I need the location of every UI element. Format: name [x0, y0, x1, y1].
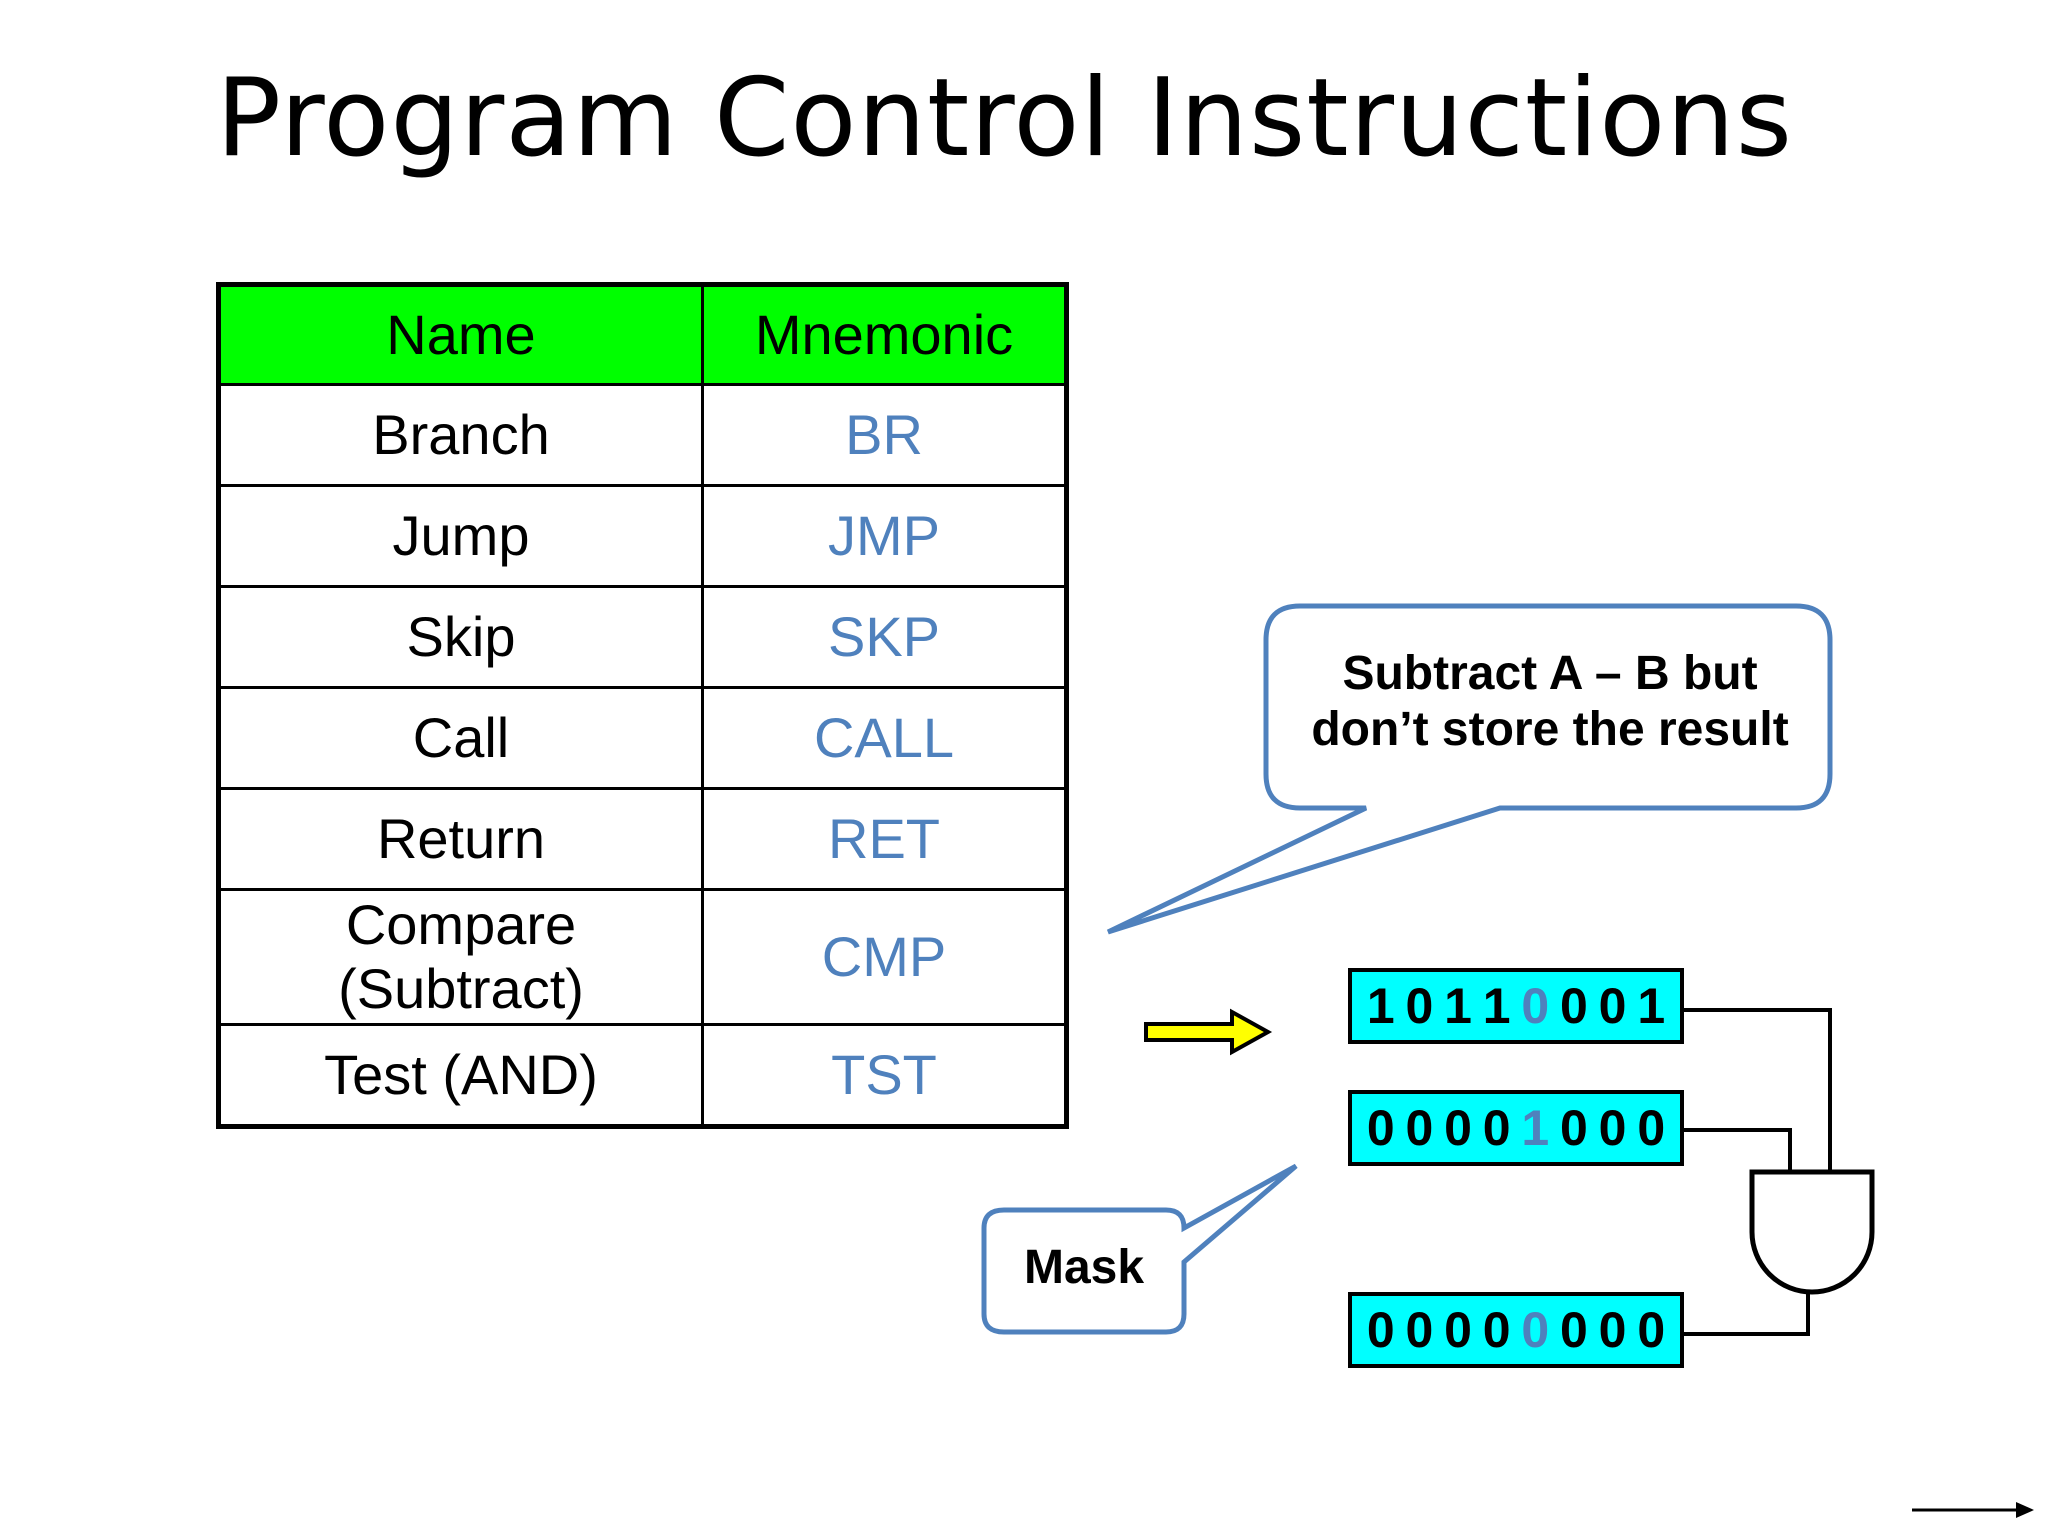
- table-row: Return RET: [217, 787, 1068, 891]
- table-row: Compare (Subtract) CMP: [217, 888, 1068, 1026]
- compare-callout-bubble: [1106, 603, 1833, 935]
- register-bit: 0: [1560, 1100, 1588, 1156]
- register-bit: 0: [1444, 1100, 1472, 1156]
- register-bit: 1: [1637, 978, 1666, 1034]
- register-bit: 0: [1405, 1100, 1434, 1156]
- next-arrow-icon[interactable]: [1912, 1502, 2034, 1518]
- register-bit: 1: [1366, 978, 1395, 1034]
- table-row: Jump JMP: [217, 484, 1068, 588]
- row-name: Test (AND): [217, 1023, 704, 1128]
- compare-callout-text: Subtract A – B but don’t store the resul…: [1266, 646, 1834, 758]
- register-bit: 1: [1444, 978, 1472, 1034]
- register-bit: 0: [1405, 978, 1434, 1034]
- row-name: Branch: [217, 383, 704, 487]
- compare-callout-line1: Subtract A – B but: [1342, 647, 1758, 700]
- table-row: Skip SKP: [217, 585, 1068, 689]
- header-mnemonic: Mnemonic: [701, 283, 1068, 386]
- row-name: Compare (Subtract): [217, 888, 704, 1026]
- register-bit: 0: [1405, 1302, 1434, 1358]
- row-name-line2: (Subtract): [338, 957, 584, 1020]
- register-bit: 0: [1598, 978, 1627, 1034]
- register-bit: 0: [1598, 1302, 1627, 1358]
- table-row: Call CALL: [217, 686, 1068, 790]
- row-name: Call: [217, 686, 704, 790]
- slide-title: Program Control Instructions: [216, 56, 1794, 181]
- mask-callout-bubble: [981, 1163, 1298, 1335]
- row-mnemonic: CMP: [701, 888, 1068, 1026]
- row-name-line1: Compare: [345, 893, 577, 956]
- row-mnemonic: JMP: [701, 484, 1068, 588]
- register-bit: 1: [1482, 978, 1511, 1034]
- compare-callout-line2: don’t store the result: [1311, 703, 1789, 756]
- row-name: Skip: [217, 585, 704, 689]
- gate-wires: [1684, 1008, 1832, 1336]
- row-mnemonic: TST: [701, 1023, 1068, 1128]
- row-mnemonic: BR: [701, 383, 1068, 487]
- mask-register: 0 0 0 0 1 0 0 0: [1348, 1090, 1684, 1166]
- result-register: 0 0 0 0 0 0 0 0: [1348, 1292, 1684, 1368]
- register-bit: 0: [1598, 1100, 1627, 1156]
- row-name: Return: [217, 787, 704, 891]
- right-arrow-icon: [1144, 1008, 1273, 1056]
- register-bit-highlight: 1: [1521, 1100, 1550, 1156]
- register-bit: 0: [1560, 1302, 1588, 1358]
- row-mnemonic: CALL: [701, 686, 1068, 790]
- register-bit: 0: [1366, 1302, 1395, 1358]
- register-bit-highlight: 0: [1521, 978, 1550, 1034]
- register-bit: 0: [1444, 1302, 1472, 1358]
- register-bit: 0: [1637, 1302, 1666, 1358]
- header-name: Name: [217, 283, 704, 386]
- mask-callout-text: Mask: [1023, 1241, 1145, 1294]
- register-bit: 0: [1637, 1100, 1666, 1156]
- row-mnemonic: SKP: [701, 585, 1068, 689]
- register-bit: 0: [1560, 978, 1588, 1034]
- instruction-table: Name Mnemonic Branch BR Jump JMP Skip SK…: [216, 282, 1069, 1129]
- table-row: Branch BR: [217, 383, 1068, 487]
- row-mnemonic: RET: [701, 787, 1068, 891]
- table-header-row: Name Mnemonic: [217, 283, 1068, 386]
- register-bit: 0: [1482, 1100, 1511, 1156]
- row-name: Jump: [217, 484, 704, 588]
- register-bit-highlight: 0: [1521, 1302, 1550, 1358]
- operand-register: 1 0 1 1 0 0 0 1: [1348, 968, 1684, 1044]
- register-bit: 0: [1366, 1100, 1395, 1156]
- register-bit: 0: [1482, 1302, 1511, 1358]
- table-row: Test (AND) TST: [217, 1023, 1068, 1128]
- and-gate-icon: [1749, 1169, 1875, 1295]
